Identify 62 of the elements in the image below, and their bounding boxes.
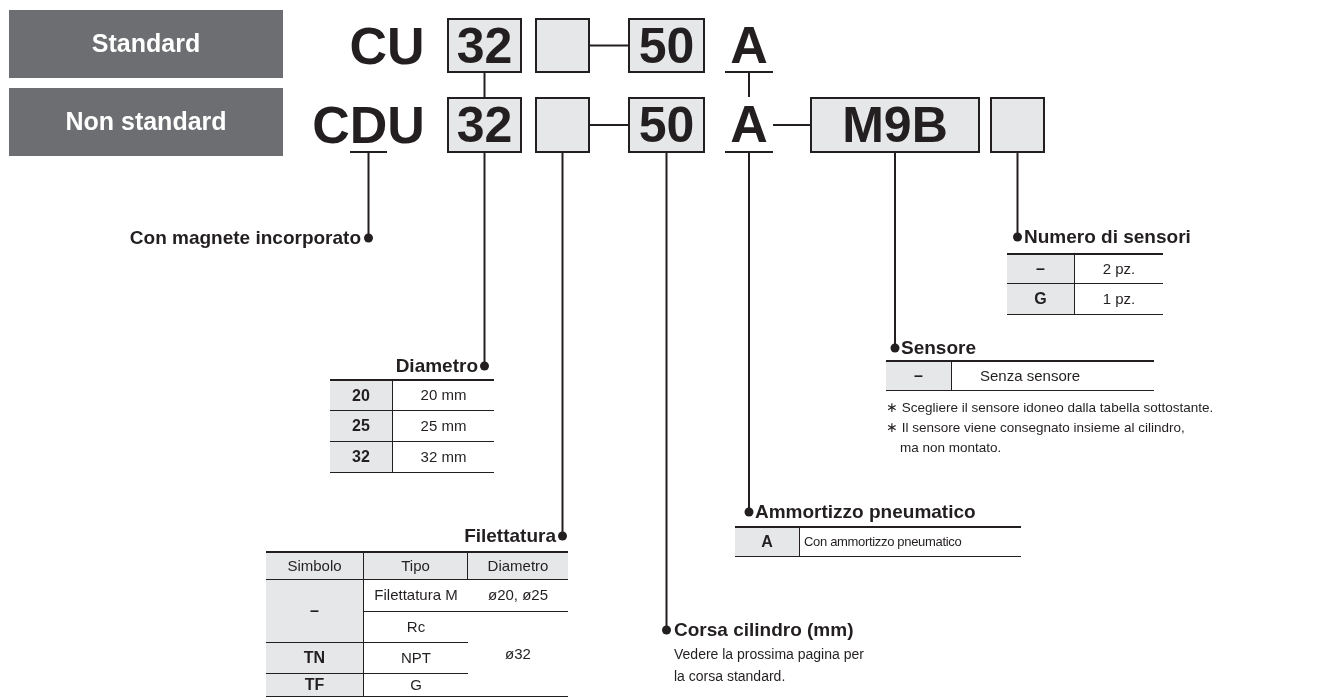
table-cell: Senza sensore — [952, 362, 1154, 391]
table-header-cell: Simbolo — [266, 553, 364, 580]
code-box: 32 — [447, 97, 522, 153]
leader-line — [364, 152, 373, 243]
table-cell: ø20, ø25 — [468, 580, 568, 612]
table-cell: Con ammortizzo pneumatico — [800, 528, 1021, 557]
connector-line — [589, 44, 629, 47]
table-cell: – — [1007, 255, 1075, 284]
table-cell: ø32 — [468, 612, 568, 697]
option-heading: Filettatura — [400, 523, 556, 549]
option-note: Vedere la prossima pagina per la corsa standard. — [674, 645, 864, 686]
connector-line — [748, 72, 750, 98]
code-text: CU — [346, 18, 428, 73]
table-cell: Filettatura M — [364, 580, 468, 612]
empty-code-box — [990, 97, 1045, 153]
table-header-cell: Tipo — [364, 553, 468, 580]
table-header-cell: Diametro — [468, 553, 568, 580]
connector-line — [589, 124, 629, 126]
table-cell: G — [364, 674, 468, 697]
code-box: 32 — [447, 18, 522, 73]
code-text: A — [725, 97, 773, 153]
table-cell: 32 mm — [393, 442, 494, 473]
table-cell: – — [886, 362, 952, 391]
table-cell: 20 mm — [393, 381, 494, 411]
option-heading: Sensore — [901, 335, 1021, 361]
code-text: A — [725, 18, 773, 73]
table-cell: 2 pz. — [1075, 255, 1163, 284]
leader-line — [558, 152, 567, 541]
leader-line — [744, 152, 754, 517]
code-box: 50 — [628, 97, 705, 153]
table-cell: TN — [266, 643, 364, 674]
table-cell: G — [1007, 284, 1075, 315]
table-cell: TF — [266, 674, 364, 697]
empty-code-box — [535, 18, 590, 73]
leader-line — [480, 152, 489, 371]
footnote: ∗ Il sensore viene consegnato insieme al cilindro, ma non montato. — [886, 419, 1186, 457]
option-heading: Diametro — [360, 353, 478, 379]
leader-line — [1013, 152, 1022, 242]
option-heading: Corsa cilindro (mm) — [674, 618, 855, 642]
table-cell: 25 mm — [393, 411, 494, 442]
label-tab: Non standard — [9, 88, 283, 156]
code-box: 50 — [628, 18, 705, 73]
table-cell: – — [266, 580, 364, 643]
leader-line — [890, 152, 900, 353]
table-cell: NPT — [364, 643, 468, 674]
table-cell: A — [735, 528, 800, 557]
option-heading: Ammortizzo pneumatico — [755, 499, 1055, 525]
empty-code-box — [535, 97, 590, 153]
connector-line — [483, 72, 486, 98]
table-cell: 20 — [330, 381, 393, 411]
leader-line — [662, 152, 671, 635]
table-cell: 32 — [330, 442, 393, 473]
code-box: M9B — [810, 97, 980, 153]
table-cell: Rc — [364, 612, 468, 643]
code-text: CDU — [310, 97, 427, 153]
option-heading: Numero di sensori — [1024, 224, 1204, 250]
label-tab: Standard — [9, 10, 283, 78]
table-cell: 25 — [330, 411, 393, 442]
footnote: ∗ Scegliere il sensore idoneo dalla tabella sottostante. — [886, 399, 1215, 417]
option-heading: Con magnete incorporato — [40, 225, 361, 251]
connector-line — [772, 124, 811, 126]
table-cell: 1 pz. — [1075, 284, 1163, 315]
